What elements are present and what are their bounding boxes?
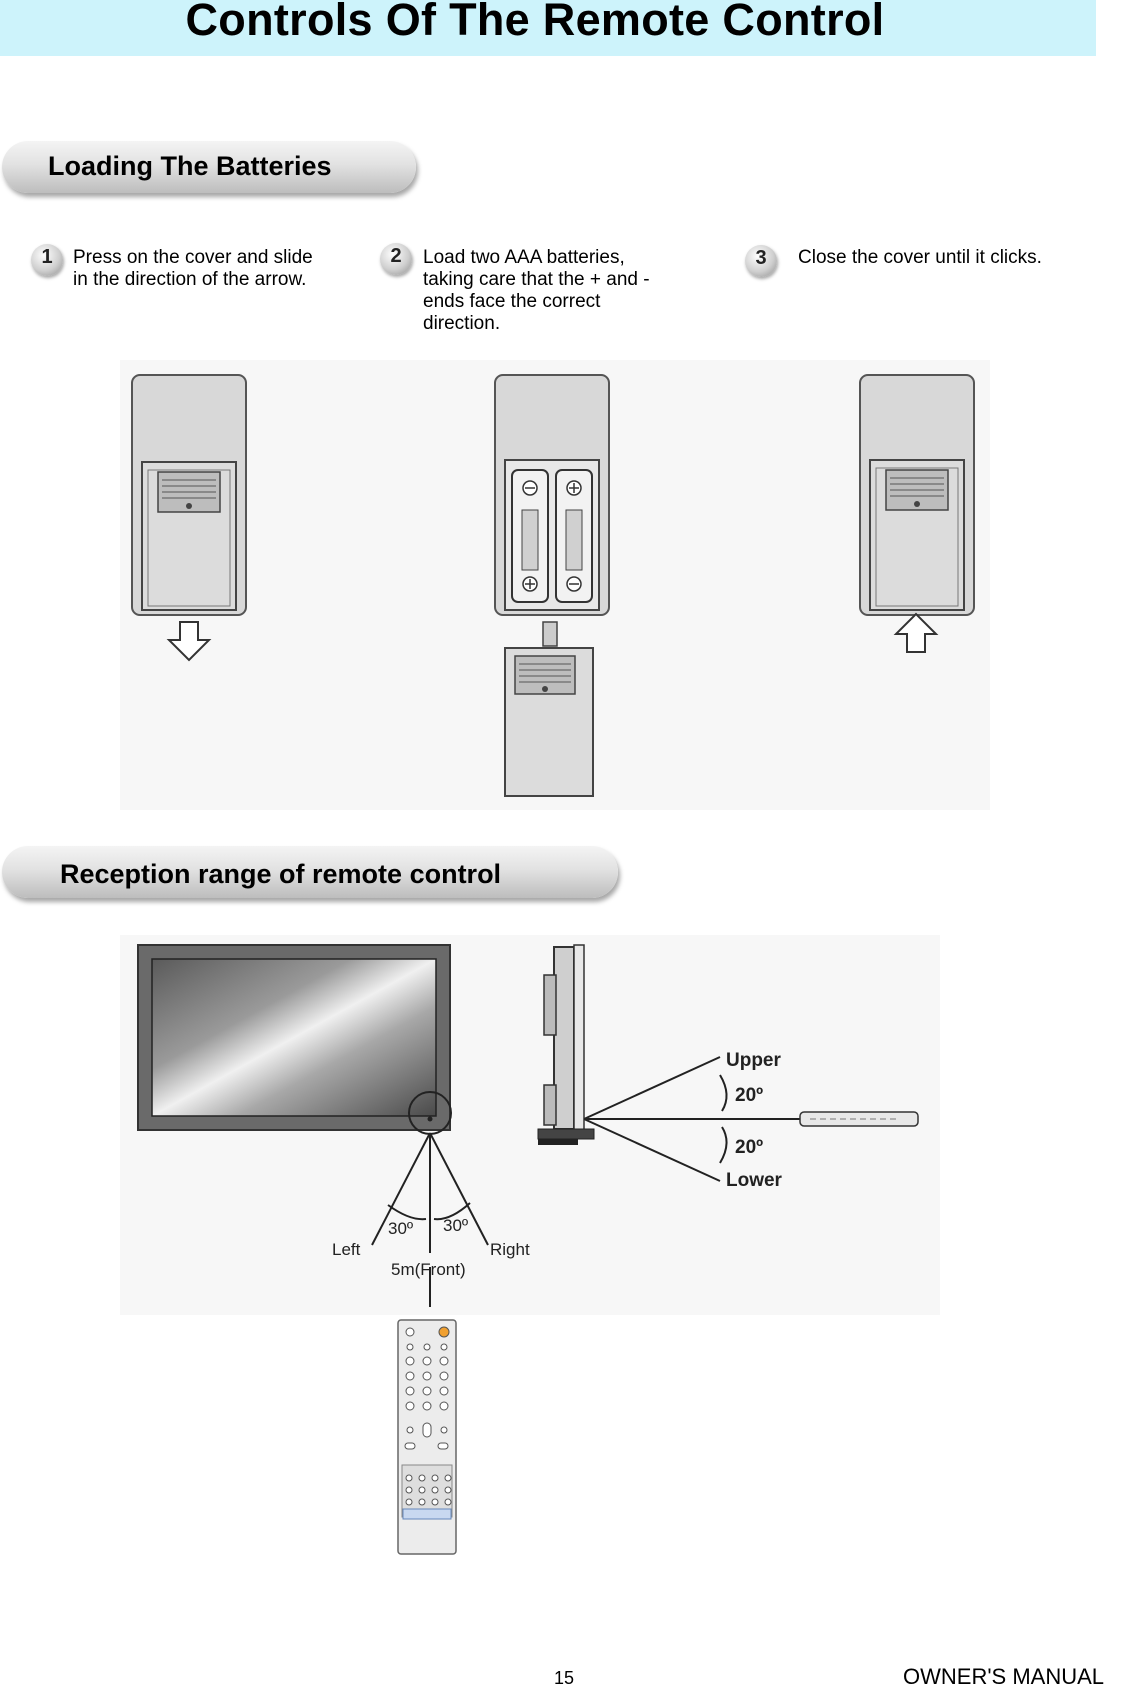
remote-battery-compartment	[494, 374, 610, 616]
tv-front-view	[137, 944, 452, 1135]
arrow-up-icon	[893, 612, 939, 653]
lower-label: Lower	[726, 1170, 783, 1191]
tv-side-view	[537, 944, 595, 1145]
reception-range-illustration: 30º 30º Left Right 5m(Front) Upper 20º 2…	[120, 935, 940, 1555]
step-3-badge: 3	[745, 245, 777, 277]
battery-illustration	[120, 360, 990, 810]
step-2-line: direction.	[423, 313, 501, 334]
angle-lower-label: 20º	[735, 1137, 763, 1158]
upper-label: Upper	[726, 1050, 782, 1071]
step-2-text: Load two AAA batteries, taking care that…	[423, 247, 713, 335]
remote-front-view	[397, 1319, 457, 1555]
section-heading-batteries-text: Loading The Batteries	[48, 151, 332, 181]
remote-back-cover-open	[131, 374, 247, 616]
vertical-range-lines	[583, 1056, 800, 1182]
step-1-badge: 1	[31, 244, 63, 276]
step-2-number: 2	[390, 245, 402, 267]
step-3-text: Close the cover until it clicks.	[798, 247, 1098, 269]
step-3-line: Close the cover until it clicks.	[798, 247, 1042, 268]
angle-right-label: 30º	[443, 1216, 468, 1235]
arrow-down-icon	[166, 621, 212, 662]
footer-manual-label: OWNER'S MANUAL	[903, 1664, 1104, 1689]
left-label: Left	[332, 1240, 361, 1259]
angle-left-label: 30º	[388, 1219, 413, 1238]
step-2-badge: 2	[380, 243, 412, 275]
step-1-line: Press on the cover and slide	[73, 247, 313, 268]
step-1-number: 1	[41, 246, 53, 268]
battery-cover-detached	[504, 621, 594, 797]
right-label: Right	[490, 1240, 530, 1259]
step-1-line: in the direction of the arrow.	[73, 269, 307, 290]
section-heading-reception-text: Reception range of remote control	[60, 859, 502, 889]
section-heading-reception: Reception range of remote control	[2, 846, 618, 898]
step-2-line: Load two AAA batteries,	[423, 247, 625, 268]
step-1-text: Press on the cover and slide in the dire…	[73, 247, 363, 291]
step-2-line: ends face the correct	[423, 291, 601, 312]
title-banner: Controls Of The Remote Control	[0, 0, 1096, 56]
page-title: Controls Of The Remote Control	[185, 0, 885, 45]
step-3-number: 3	[755, 247, 767, 269]
page-number: 15	[554, 1668, 575, 1688]
front-distance-label: 5m(Front)	[391, 1260, 466, 1279]
section-heading-batteries: Loading The Batteries	[2, 141, 416, 193]
remote-side-view	[799, 1111, 919, 1127]
angle-upper-label: 20º	[735, 1085, 763, 1106]
horizontal-range-lines	[371, 1132, 489, 1307]
remote-back-cover-closed	[859, 374, 975, 616]
step-2-line: taking care that the + and -	[423, 269, 650, 290]
